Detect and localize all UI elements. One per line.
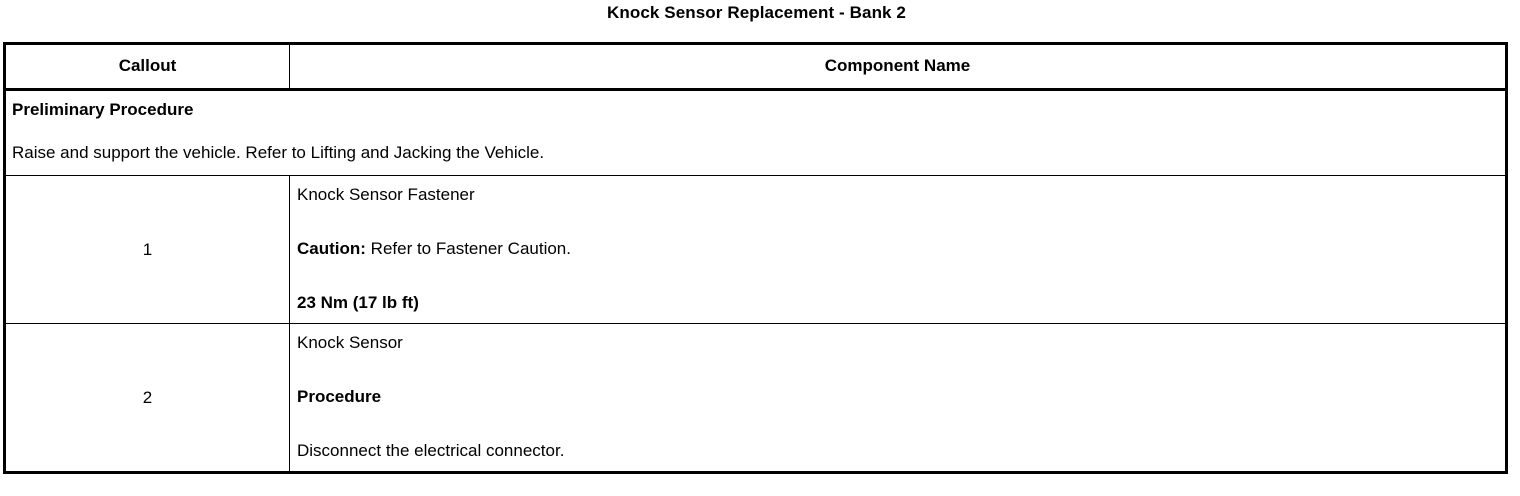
component-cell-1: Knock Sensor Fastener Caution: Refer to …	[289, 175, 1507, 324]
callout-number-2: 2	[4, 323, 290, 473]
preliminary-procedure-row: Preliminary Procedure Raise and support …	[4, 89, 1507, 176]
procedure-heading-2: Procedure	[297, 387, 382, 406]
caution-label: Caution:	[297, 239, 366, 258]
table-body: Preliminary Procedure Raise and support …	[4, 89, 1507, 473]
torque-spec-1: 23 Nm (17 lb ft)	[297, 293, 419, 312]
preliminary-procedure-cell: Preliminary Procedure Raise and support …	[4, 89, 1507, 176]
table-header-row: Callout Component Name	[4, 43, 1507, 91]
procedure-text-2: Disconnect the electrical connector.	[297, 441, 565, 460]
component-cell-2: Knock Sensor Procedure Disconnect the el…	[289, 323, 1507, 473]
table-row: 1 Knock Sensor Fastener Caution: Refer t…	[4, 175, 1507, 324]
preliminary-procedure-text: Raise and support the vehicle. Refer to …	[12, 143, 545, 162]
component-name-1: Knock Sensor Fastener	[297, 185, 475, 204]
column-header-component-name: Component Name	[289, 43, 1507, 91]
page-title: Knock Sensor Replacement - Bank 2	[606, 3, 906, 22]
table-header: Callout Component Name	[4, 43, 1507, 91]
component-callout-table: Callout Component Name Preliminary Proce…	[3, 42, 1508, 474]
column-header-callout: Callout	[4, 43, 290, 91]
component-name-2: Knock Sensor	[297, 333, 403, 352]
table-row: 2 Knock Sensor Procedure Disconnect the …	[4, 323, 1507, 473]
preliminary-procedure-heading: Preliminary Procedure	[12, 100, 194, 119]
callout-number-1: 1	[4, 175, 290, 324]
caution-text: Refer to Fastener Caution.	[365, 239, 571, 258]
caution-note-1: Caution: Refer to Fastener Caution.	[297, 236, 1499, 261]
